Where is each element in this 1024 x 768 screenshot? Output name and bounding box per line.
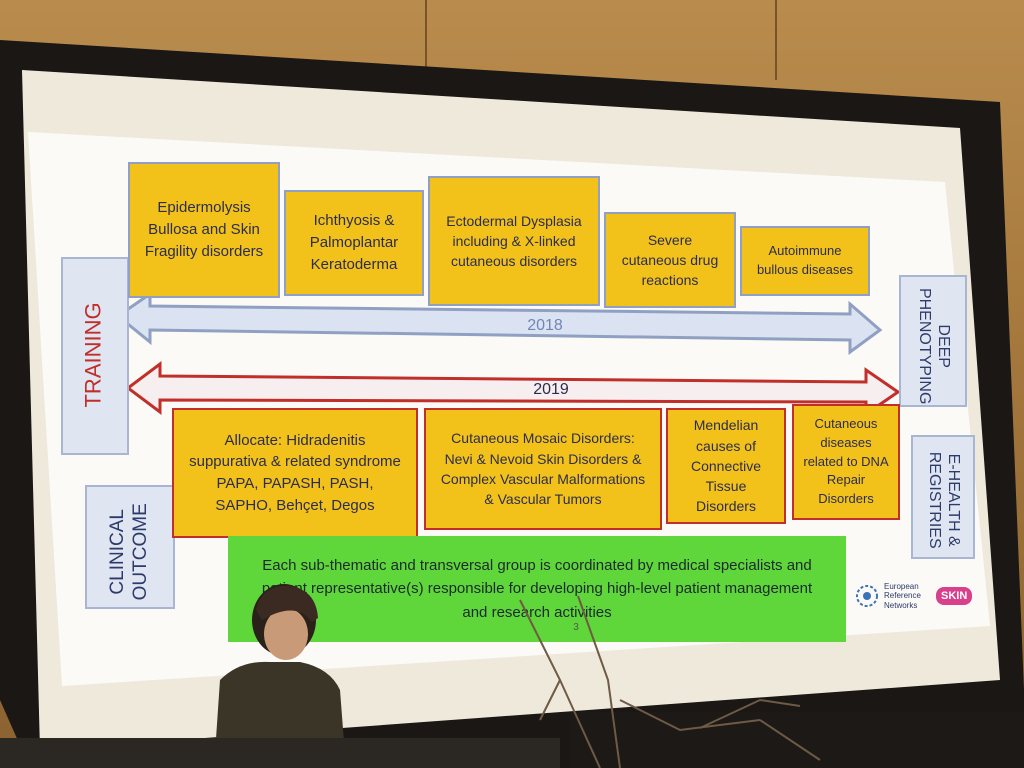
bottom-box-hidradenitis: Allocate: Hidradenitis suppurativa & rel… [172, 408, 418, 538]
clinical-outcome-label-box [85, 485, 175, 609]
decorative-branches [519, 595, 821, 768]
top-box-drug-reactions: Severe cutaneous drug reactions [604, 212, 736, 308]
ern-logo: European Reference Networks SKIN [854, 576, 982, 616]
arrow-2019 [125, 361, 901, 417]
top-box-ectodermal: Ectodermal Dysplasia including & X-linke… [428, 176, 600, 306]
top-box-text: Ichthyosis & Palmoplantar Keratoderma [309, 212, 399, 273]
bottom-box-text: Allocate: Hidradenitis suppurativa & rel… [189, 431, 401, 514]
ern-network-icon [856, 585, 878, 607]
bottom-box-mosaic: Cutaneous Mosaic Disorders: Nevi & Nevoi… [424, 408, 662, 530]
ern-text: European Reference Networks [884, 582, 921, 610]
arrow-2018 [115, 291, 883, 355]
bottom-box-text: Cutaneous diseases related to DNA Repair… [803, 415, 889, 507]
ehealth-label-box [911, 435, 975, 559]
top-box-text: Ectodermal Dysplasia including & X-linke… [446, 212, 582, 270]
top-box-epidermolysis: Epidermolysis Bullosa and Skin Fragility… [128, 162, 280, 298]
bottom-box-mendelian: Mendelian causes of Connective Tissue Di… [666, 408, 786, 524]
year-2018-label: 2018 [527, 317, 563, 335]
top-box-text: Epidermolysis Bullosa and Skin Fragility… [144, 199, 264, 260]
bottom-box-dna-repair: Cutaneous diseases related to DNA Repair… [792, 404, 900, 520]
skin-badge: SKIN [936, 587, 973, 605]
wall-seam [775, 0, 777, 80]
coordination-note-text: Each sub-thematic and transversal group … [261, 557, 813, 621]
training-label-box [61, 257, 129, 455]
coordination-note: Each sub-thematic and transversal group … [228, 536, 846, 642]
bottom-box-text: Mendelian causes of Connective Tissue Di… [690, 417, 762, 515]
top-box-text: Autoimmune bullous diseases [756, 243, 854, 277]
top-box-ichthyosis: Ichthyosis & Palmoplantar Keratoderma [284, 190, 424, 296]
page-number: 3 [573, 621, 579, 633]
bottom-box-text: Cutaneous Mosaic Disorders: Nevi & Nevoi… [440, 430, 646, 508]
deep-phenotyping-label-box [899, 275, 967, 407]
top-box-autoimmune: Autoimmune bullous diseases [740, 226, 870, 296]
top-box-text: Severe cutaneous drug reactions [621, 231, 719, 289]
wall-seam [425, 0, 427, 80]
year-2019-label: 2019 [533, 381, 569, 399]
